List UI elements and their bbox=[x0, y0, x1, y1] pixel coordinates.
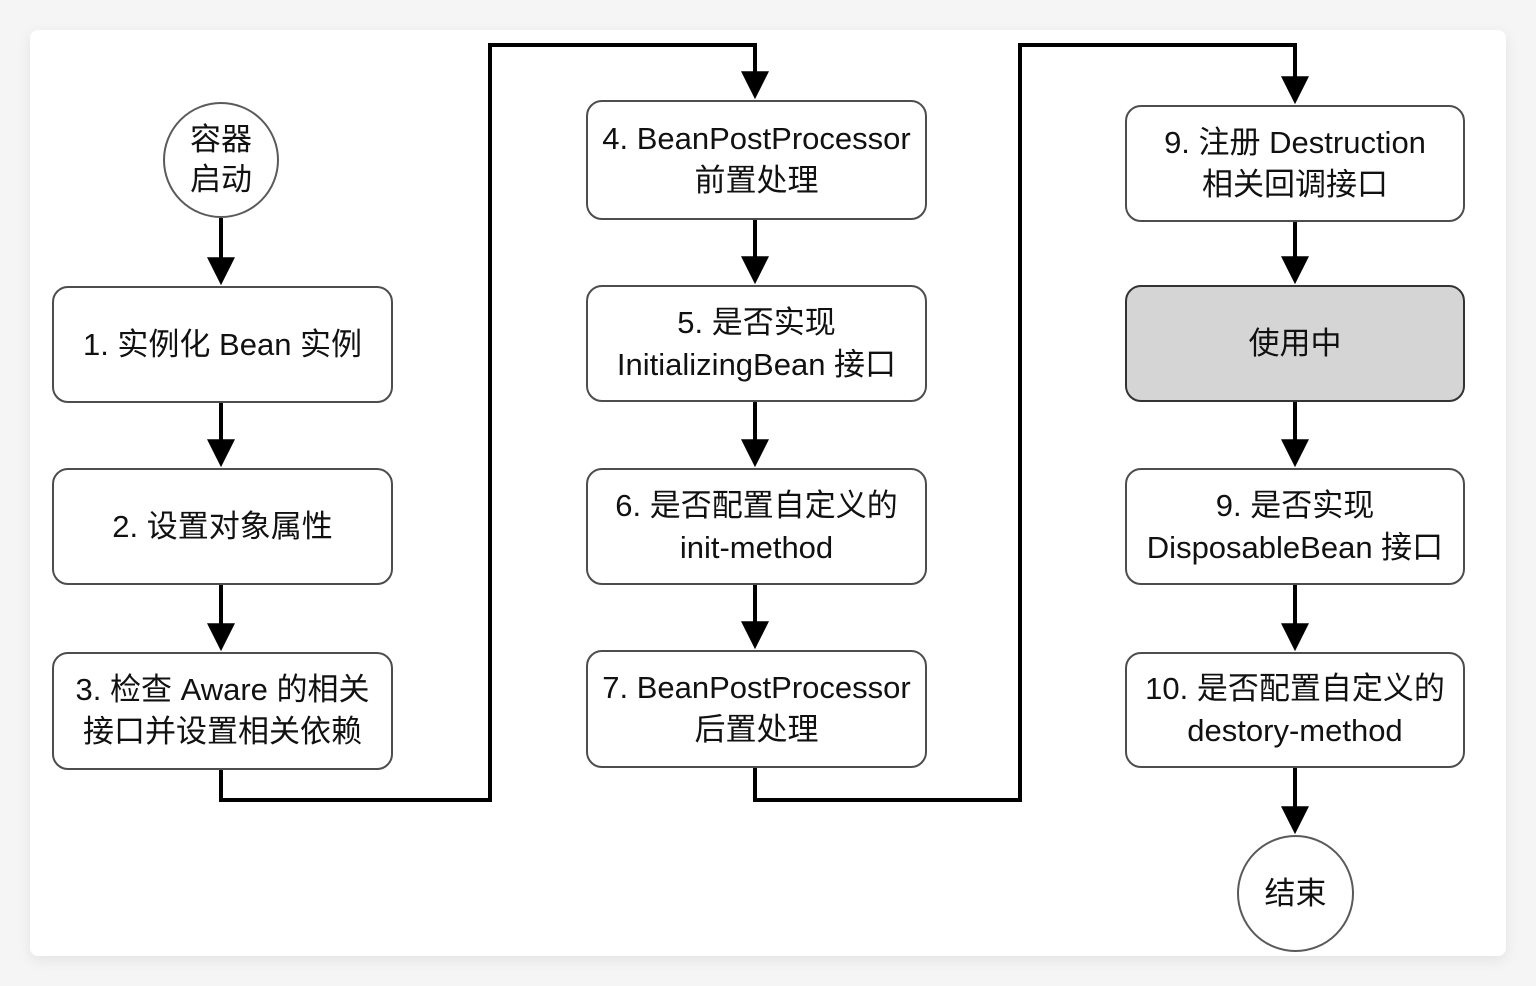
flow-node-end: 结束 bbox=[1237, 835, 1354, 952]
node-label-line: 后置处理 bbox=[694, 712, 819, 747]
node-label-line: InitializingBean 接口 bbox=[616, 346, 897, 382]
flow-node-9-disposablebean: 9. 是否实现 DisposableBean 接口 bbox=[1125, 468, 1465, 585]
node-label-line: 相关回调接口 bbox=[1202, 166, 1388, 202]
node-label-line: 6. 是否配置自定义的 bbox=[615, 487, 898, 523]
node-label-line: 1. 实例化 Bean 实例 bbox=[82, 326, 363, 362]
node-label-line: 使用中 bbox=[1248, 325, 1342, 361]
node-label-line: 5. 是否实现 bbox=[677, 304, 836, 340]
flow-node-10-destroy-method: 10. 是否配置自定义的 destory-method bbox=[1125, 652, 1465, 768]
flow-node-3-check-aware: 3. 检查 Aware 的相关 接口并设置相关依赖 bbox=[52, 652, 393, 770]
node-label-line: 9. 是否实现 bbox=[1215, 487, 1375, 523]
node-label-line: 4. BeanPostProcessor bbox=[602, 121, 911, 156]
node-label-line: destory-method bbox=[1187, 713, 1403, 748]
node-label-line: DisposableBean 接口 bbox=[1146, 529, 1444, 565]
flow-node-in-use: 使用中 bbox=[1125, 285, 1465, 402]
node-label-line: 容器 bbox=[190, 122, 252, 157]
node-label-line: 2. 设置对象属性 bbox=[112, 508, 333, 544]
node-label-line: 10. 是否配置自定义的 bbox=[1145, 671, 1445, 706]
node-label-line: 结束 bbox=[1264, 875, 1327, 911]
flow-node-4-beanpostprocessor-before: 4. BeanPostProcessor 前置处理 bbox=[586, 100, 927, 220]
node-label-line: 前置处理 bbox=[694, 163, 819, 198]
node-label-line: 接口并设置相关依赖 bbox=[83, 714, 362, 749]
node-label-line: init-method bbox=[679, 529, 834, 565]
flow-node-1-instantiate-bean: 1. 实例化 Bean 实例 bbox=[52, 286, 393, 403]
flow-node-5-initializingbean: 5. 是否实现 InitializingBean 接口 bbox=[586, 285, 927, 402]
flow-node-6-init-method: 6. 是否配置自定义的 init-method bbox=[586, 468, 927, 585]
flow-node-7-beanpostprocessor-after: 7. BeanPostProcessor 后置处理 bbox=[586, 650, 927, 768]
flow-node-8-register-destruction: 9. 注册 Destruction 相关回调接口 bbox=[1125, 105, 1465, 222]
node-label-line: 9. 注册 Destruction bbox=[1164, 124, 1426, 160]
flow-node-2-set-properties: 2. 设置对象属性 bbox=[52, 468, 393, 585]
node-label-line: 7. BeanPostProcessor bbox=[602, 670, 911, 705]
flow-node-container-start: 容器 启动 bbox=[163, 102, 279, 218]
node-label-line: 启动 bbox=[190, 162, 252, 197]
node-label-line: 3. 检查 Aware 的相关 bbox=[75, 672, 370, 707]
